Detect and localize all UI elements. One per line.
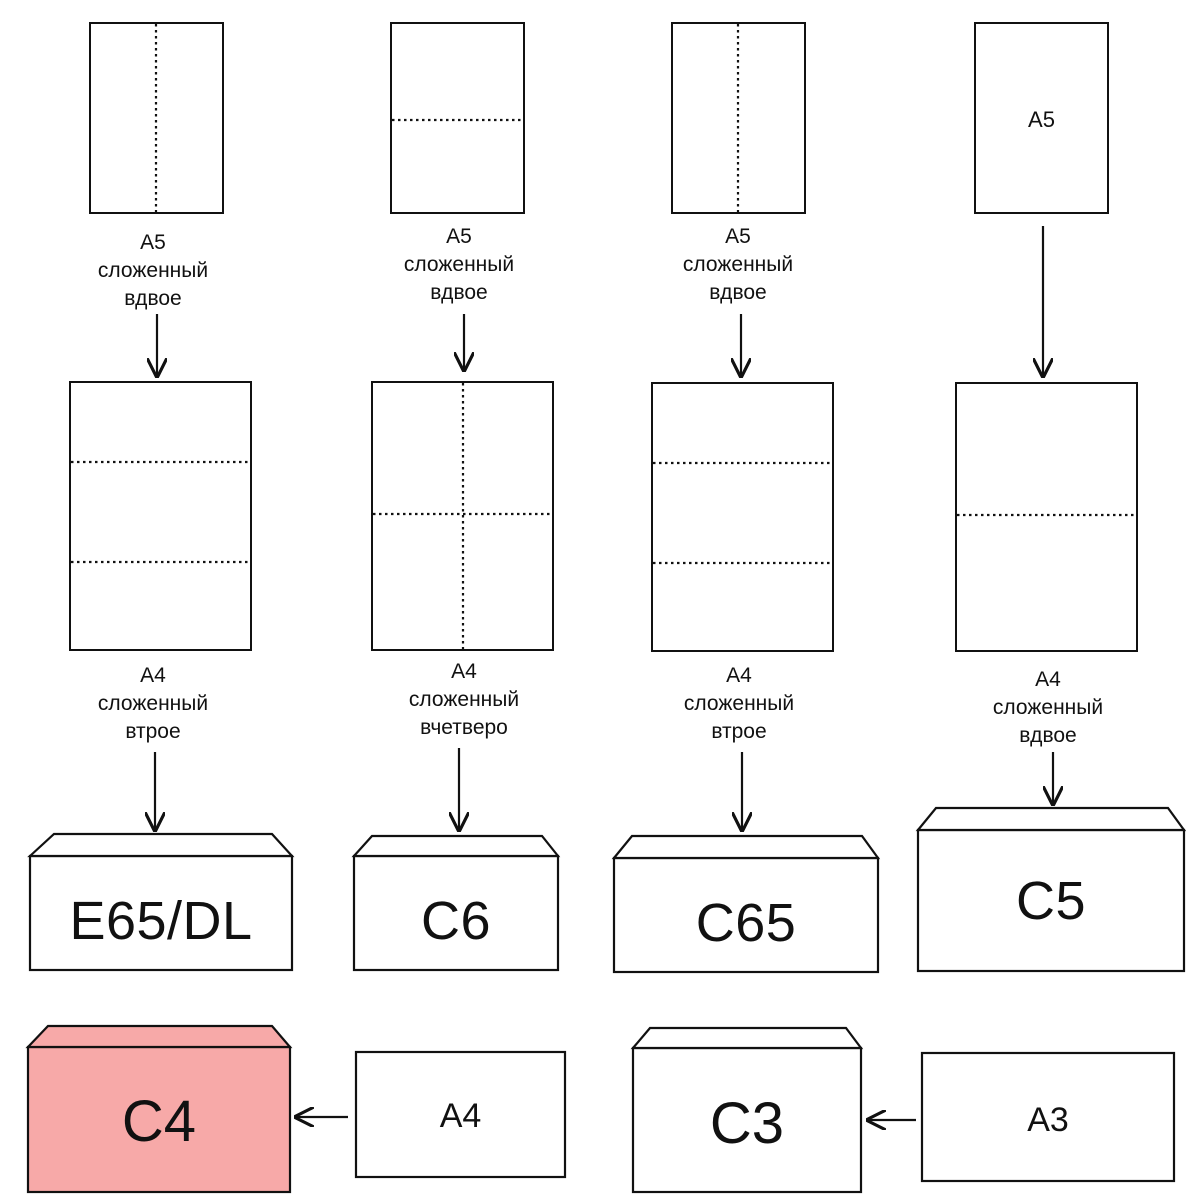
caption-line: A4 bbox=[726, 664, 752, 687]
caption-line: вдвое bbox=[1019, 724, 1077, 747]
caption-line: A5 bbox=[725, 225, 751, 248]
caption-line: A4 bbox=[1035, 668, 1061, 691]
caption-a4-folded-1: A4 сложенный втрое bbox=[53, 662, 253, 746]
caption-line: сложенный bbox=[97, 259, 209, 282]
envelope-label-c3: C3 bbox=[709, 1090, 785, 1156]
sheet-a5-unfolded bbox=[974, 22, 1109, 214]
caption-a4-folded-4: A4 сложенный вдвое bbox=[948, 666, 1148, 750]
envelope-label-c5: C5 bbox=[1015, 871, 1087, 931]
sheet-a5-horizontal-fold bbox=[390, 22, 525, 214]
sheet-a3-landscape bbox=[920, 1051, 1176, 1183]
caption-line: A4 bbox=[140, 664, 166, 687]
envelope-label-e65-dl: E65/DL bbox=[69, 891, 253, 951]
caption-line: сложенный bbox=[403, 253, 515, 276]
envelope-c4-highlight bbox=[25, 1024, 293, 1194]
caption-line: сложенный bbox=[408, 688, 520, 711]
envelope-c6 bbox=[351, 834, 561, 972]
caption-line: сложенный bbox=[683, 692, 795, 715]
sheet-a4-landscape bbox=[354, 1050, 567, 1179]
caption-line: сложенный bbox=[682, 253, 794, 276]
sheet-label-a4: A4 bbox=[439, 1096, 482, 1135]
caption-a4-folded-3: A4 сложенный втрое bbox=[639, 662, 839, 746]
envelope-c5 bbox=[915, 806, 1187, 973]
sheet-a4-half-fold bbox=[955, 382, 1138, 652]
caption-a4-folded-2: A4 сложенный вчетверо bbox=[364, 658, 564, 742]
sheet-a4-trifold-1 bbox=[69, 381, 252, 651]
caption-line: вдвое bbox=[430, 281, 488, 304]
caption-line: сложенный bbox=[992, 696, 1104, 719]
sheet-a4-trifold-2 bbox=[651, 382, 834, 652]
envelope-label-c4: C4 bbox=[121, 1088, 197, 1154]
sheet-a5-label: A5 bbox=[1028, 107, 1055, 132]
caption-line: A5 bbox=[140, 231, 166, 254]
caption-a5-folded-2: A5 сложенный вдвое bbox=[359, 223, 559, 307]
caption-a5-folded-3: A5 сложенный вдвое bbox=[638, 223, 838, 307]
envelope-c65 bbox=[611, 834, 881, 974]
caption-line: втрое bbox=[711, 720, 767, 743]
caption-line: сложенный bbox=[97, 692, 209, 715]
envelope-label-c65: C65 bbox=[695, 893, 797, 953]
envelope-label-c6: C6 bbox=[420, 891, 492, 951]
envelope-c3 bbox=[630, 1026, 864, 1194]
sheet-label-a3: A3 bbox=[1027, 1100, 1069, 1139]
envelope-e65-dl bbox=[27, 832, 295, 972]
caption-line: вчетверо bbox=[420, 716, 508, 739]
caption-line: вдвое bbox=[709, 281, 767, 304]
caption-line: вдвое bbox=[124, 287, 182, 310]
caption-a5-folded-1: A5 сложенный вдвое bbox=[53, 229, 253, 313]
caption-line: A4 bbox=[451, 660, 477, 683]
caption-line: втрое bbox=[125, 720, 181, 743]
caption-line: A5 bbox=[446, 225, 472, 248]
